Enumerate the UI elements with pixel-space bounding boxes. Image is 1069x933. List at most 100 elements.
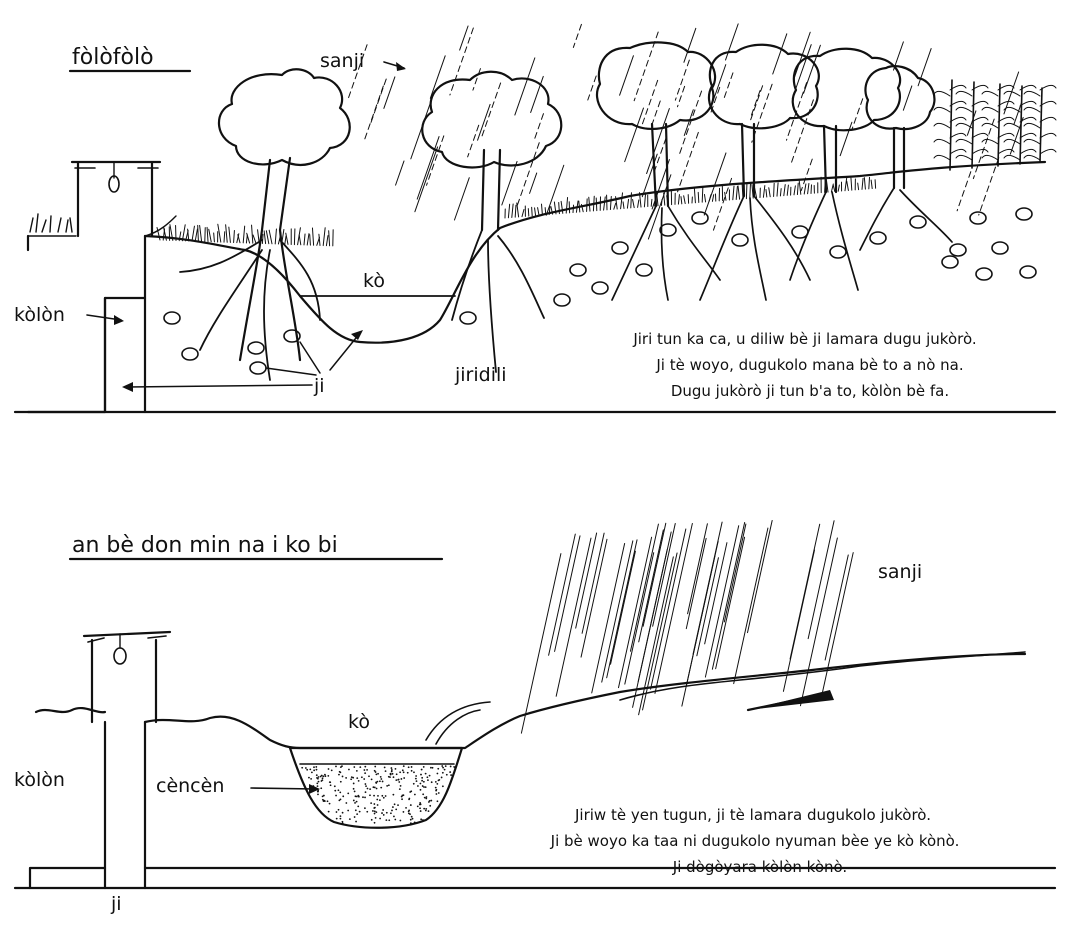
silt-dot [375, 773, 378, 776]
rain-streak [750, 90, 761, 116]
silt-dot [313, 769, 316, 772]
silt-dot [373, 769, 376, 772]
rain-streak [972, 118, 995, 180]
silt-dot [383, 766, 386, 769]
silt-dot [437, 779, 440, 782]
silt-dot [363, 769, 366, 771]
silt-dot [415, 775, 418, 777]
silt-dot [324, 775, 327, 778]
silt-dot [381, 812, 383, 814]
rain-streak [414, 146, 439, 213]
silt-dot [442, 766, 444, 769]
corn-leaf [981, 154, 999, 161]
grass-blade [643, 192, 647, 208]
silt-dot [328, 781, 331, 784]
silt-dot [323, 800, 326, 802]
silt-dot [333, 785, 336, 788]
silt-dot [410, 790, 413, 793]
corn-leaf [933, 90, 951, 97]
silt-dot [335, 794, 337, 797]
silt-dot [338, 773, 340, 776]
silt-dot [454, 766, 456, 769]
rain-streak [683, 27, 697, 63]
silt-dot [357, 795, 360, 798]
silt-dot [425, 807, 428, 810]
silt-dot [402, 811, 405, 813]
silt-dot [347, 809, 350, 812]
grass-blade [194, 228, 198, 242]
silt-dot [395, 773, 398, 776]
silt-dot [392, 793, 395, 796]
grass-blade [683, 195, 686, 205]
silt-dot [420, 773, 422, 776]
rain-streak [711, 522, 746, 670]
silt-dot [393, 803, 396, 806]
silt-dot [388, 819, 391, 822]
stone [1015, 207, 1033, 221]
silt-dot [364, 783, 367, 785]
stone [909, 215, 927, 229]
silt-dot [443, 768, 446, 771]
grass-blade [768, 187, 771, 198]
silt-dot [395, 808, 398, 811]
silt-dot [399, 771, 402, 774]
silt-dot [369, 788, 372, 791]
silt-dot [427, 801, 430, 803]
grass-blade [548, 206, 551, 215]
stone [975, 267, 993, 281]
silt-dot [402, 794, 405, 797]
silt-dot [348, 768, 350, 771]
rain-streak [751, 83, 773, 143]
silt-dot [301, 766, 304, 769]
rain-streak [637, 549, 668, 682]
silt-dot [390, 767, 393, 769]
silt-dot [419, 788, 422, 791]
rain-streak [624, 107, 644, 163]
silt-dot [390, 770, 393, 773]
silt-dot [434, 786, 437, 789]
silt-dot [321, 798, 324, 801]
bottom-panel: an bè don min na i ko bi sanji kòlòn ji … [13, 520, 1057, 915]
corn-leaf [1023, 122, 1041, 129]
silt-dot [376, 804, 379, 806]
silt-dot [429, 804, 432, 807]
grass-blade [703, 193, 707, 203]
silt-dot [445, 773, 448, 776]
grass-blade [236, 233, 240, 244]
silt-dot [428, 774, 431, 777]
silt-dot [377, 794, 379, 797]
silt-dot [419, 810, 422, 812]
silt-dot [354, 802, 356, 804]
silt-dot [320, 787, 323, 790]
corn-leaf [1019, 132, 1037, 139]
silt-dot [413, 771, 415, 774]
grass-blade [857, 182, 860, 191]
top-caption-line-2: Ji tè woyo, dugukolo mana bè to a nò na. [655, 356, 963, 374]
silt-dot [422, 793, 425, 796]
silt-dot [374, 771, 377, 773]
grass-blade [737, 185, 741, 200]
rain-streak [723, 523, 747, 623]
silt-dot [381, 794, 384, 797]
bottom-pond [288, 746, 464, 829]
grass-blade [578, 200, 581, 213]
silt-dot [435, 793, 438, 795]
rain-streak [529, 172, 538, 194]
corn-leaf [997, 148, 1015, 155]
silt-dot [422, 766, 425, 768]
grass-blade [516, 202, 520, 218]
silt-dot [387, 784, 390, 787]
grass-blade [163, 226, 167, 241]
grass-blade [580, 203, 584, 213]
bottom-rain-label: sanji [878, 561, 922, 583]
rain-streak [674, 59, 690, 101]
corn-leaf [1019, 116, 1037, 123]
corn-leaf [1003, 90, 1021, 97]
rain-streak [606, 539, 638, 679]
corn-leaf [933, 122, 951, 129]
grass-blade [588, 196, 591, 212]
rain-streak [651, 100, 661, 126]
grass-blade [531, 206, 533, 217]
silt-dot [321, 795, 324, 798]
silt-dot [373, 810, 376, 813]
